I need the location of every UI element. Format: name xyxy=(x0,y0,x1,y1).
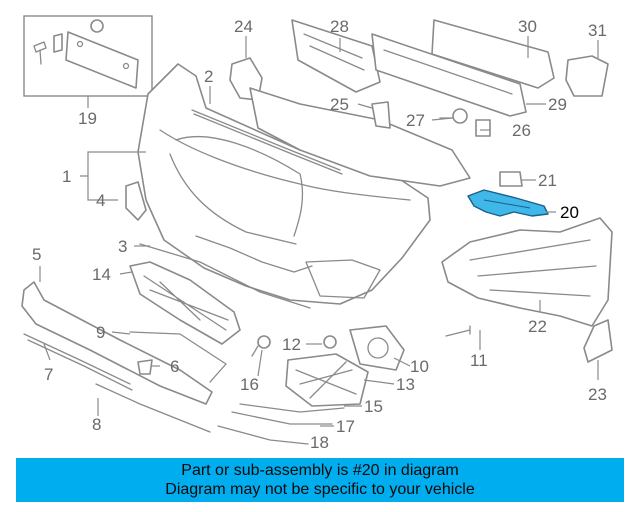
leader-lines xyxy=(39,36,599,427)
callout-23: 23 xyxy=(588,385,607,404)
callout-29: 29 xyxy=(548,95,567,114)
callout-12: 12 xyxy=(282,335,301,354)
callout-14: 14 xyxy=(92,265,111,284)
part-4-bracket xyxy=(125,181,147,221)
part-9-strip xyxy=(129,331,227,383)
part-1-bumper-cover xyxy=(137,63,431,305)
callout-31: 31 xyxy=(588,21,607,40)
part-8-strip xyxy=(95,383,211,433)
part-6-clip xyxy=(137,359,153,375)
info-banner: Part or sub-assembly is #20 in diagram D… xyxy=(16,458,624,502)
callout-17: 17 xyxy=(336,417,355,436)
callout-5: 5 xyxy=(32,245,41,264)
part-22-bracket xyxy=(441,217,613,327)
callout-1: 1 xyxy=(62,167,71,186)
part-5-spoiler xyxy=(21,281,213,405)
callout-27: 27 xyxy=(406,111,425,130)
part-21-clip xyxy=(499,171,523,187)
part-28-bracket xyxy=(291,19,381,93)
part-24-bracket xyxy=(229,57,471,187)
part-25-bracket xyxy=(371,101,391,129)
callout-15: 15 xyxy=(364,397,383,416)
parts-diagram: 1 2 3 4 5 6 7 8 9 10 11 12 13 14 15 16 1… xyxy=(21,15,613,452)
part-20-bracket-highlighted[interactable] xyxy=(467,189,549,217)
callout-4: 4 xyxy=(96,191,105,210)
callout-8: 8 xyxy=(92,415,101,434)
callout-2: 2 xyxy=(204,67,213,86)
part-30-absorber xyxy=(431,19,555,89)
callout-9: 9 xyxy=(96,323,105,342)
part-16-clip xyxy=(251,335,271,357)
part-29-absorber xyxy=(371,33,527,117)
callout-21: 21 xyxy=(538,171,557,190)
callout-18: 18 xyxy=(310,433,329,452)
callout-16: 16 xyxy=(240,375,259,394)
callout-28: 28 xyxy=(330,17,349,36)
part-11-screw xyxy=(445,325,471,337)
callout-19: 19 xyxy=(78,109,97,128)
part-18-strip xyxy=(217,425,309,445)
callout-10: 10 xyxy=(410,357,429,376)
part-26-nut xyxy=(475,119,491,137)
callout-24: 24 xyxy=(234,17,253,36)
part-10-bezel xyxy=(349,325,405,371)
banner-line-2: Diagram may not be specific to your vehi… xyxy=(165,481,475,498)
part-27-clip xyxy=(439,108,468,124)
part-12-sensor xyxy=(323,335,337,349)
callout-11: 11 xyxy=(470,351,488,370)
part-13-grille xyxy=(285,353,369,407)
callout-7: 7 xyxy=(44,365,53,384)
callout-13: 13 xyxy=(396,375,415,394)
banner-line-1: Part or sub-assembly is #20 in diagram xyxy=(181,462,459,479)
callout-3: 3 xyxy=(118,237,127,256)
callout-30: 30 xyxy=(518,17,537,36)
callout-20: 20 xyxy=(560,203,579,222)
part-17-strip xyxy=(231,411,333,425)
part-23-bracket xyxy=(583,319,613,363)
callout-25: 25 xyxy=(330,95,349,114)
part-2-trim xyxy=(191,109,341,171)
part-19-inset xyxy=(23,15,153,97)
part-7-strip xyxy=(23,333,131,385)
part-3-strip xyxy=(139,243,311,309)
part-15-strip xyxy=(239,403,345,413)
callout-6: 6 xyxy=(170,357,179,376)
callout-26: 26 xyxy=(512,121,531,140)
part-31-bracket xyxy=(565,55,609,97)
callout-22: 22 xyxy=(528,317,547,336)
